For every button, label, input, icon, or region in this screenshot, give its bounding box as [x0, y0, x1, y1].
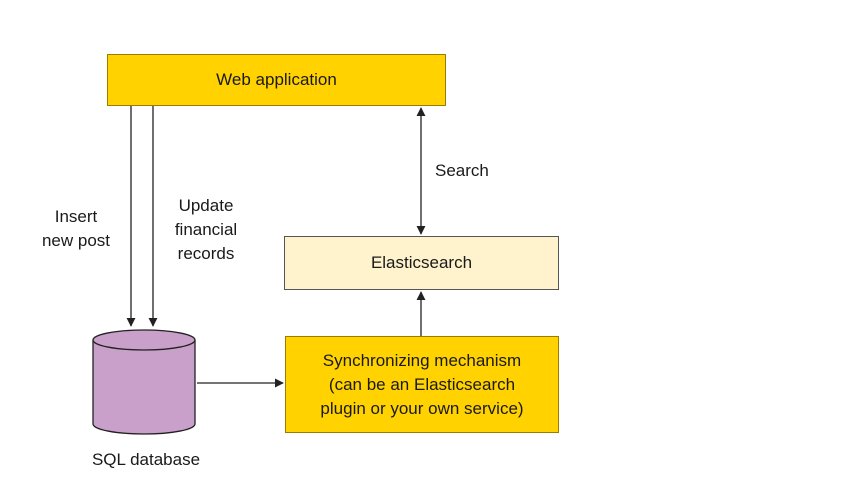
- sql-database-label: SQL database: [91, 450, 201, 469]
- update-financial-records-label: Update financial records: [174, 196, 238, 263]
- sql-database-cylinder: [92, 329, 196, 435]
- elasticsearch-label: Elasticsearch: [370, 253, 473, 272]
- web-application-node: Web application: [107, 54, 446, 106]
- synchronizing-mechanism-node: Synchronizing mechanism (can be an Elast…: [285, 336, 559, 433]
- insert-new-post-label: Insert new post: [41, 207, 111, 250]
- elasticsearch-node: Elasticsearch: [284, 236, 559, 290]
- search-label: Search: [435, 161, 489, 180]
- web-application-label: Web application: [216, 70, 337, 89]
